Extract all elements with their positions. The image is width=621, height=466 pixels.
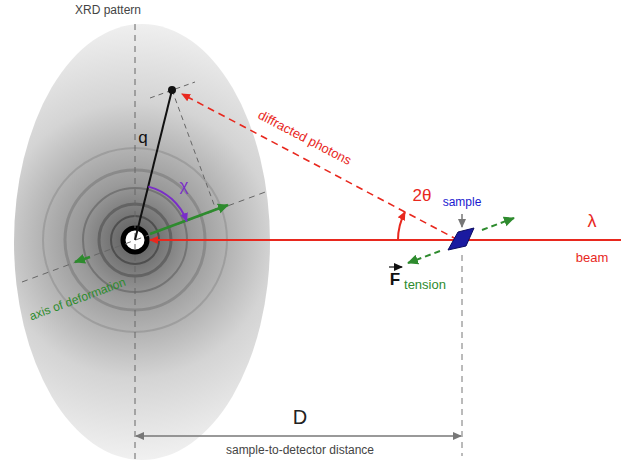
beam-line — [150, 239, 621, 241]
force-subscript: tension — [404, 278, 446, 292]
angle-label: 2θ — [413, 187, 432, 206]
angle-label: χ — [180, 177, 189, 196]
beam-label: beam — [576, 251, 609, 265]
q-vector — [135, 90, 172, 240]
dimension-arrow — [136, 435, 145, 437]
dimension-caption: sample-to-detector distance — [226, 444, 374, 457]
vector-label: q — [138, 129, 147, 148]
q-point — [168, 86, 176, 94]
vector-arrow — [389, 266, 402, 267]
projection-line — [150, 82, 195, 98]
tension-arrow — [408, 251, 440, 263]
axis-arrow — [75, 257, 90, 262]
dimension-label: D — [293, 406, 307, 428]
sample-pointer — [461, 214, 463, 227]
dimension-arrow — [452, 435, 461, 437]
detector-axis — [135, 24, 136, 460]
diffracted-ray — [182, 94, 458, 240]
force-symbol: F — [390, 271, 400, 290]
two-theta-arc — [398, 212, 405, 240]
sample-plate — [448, 228, 474, 250]
axis-arrow — [150, 205, 228, 234]
figure-title: XRD pattern — [75, 4, 141, 17]
part-label: sample — [443, 196, 482, 209]
dimension-extension — [462, 255, 463, 456]
detector-pattern — [14, 24, 270, 460]
deformation-axis-line — [22, 191, 268, 282]
wavelength-label: λ — [588, 212, 597, 232]
dimension-line — [145, 435, 452, 437]
tension-arrow — [482, 218, 514, 230]
